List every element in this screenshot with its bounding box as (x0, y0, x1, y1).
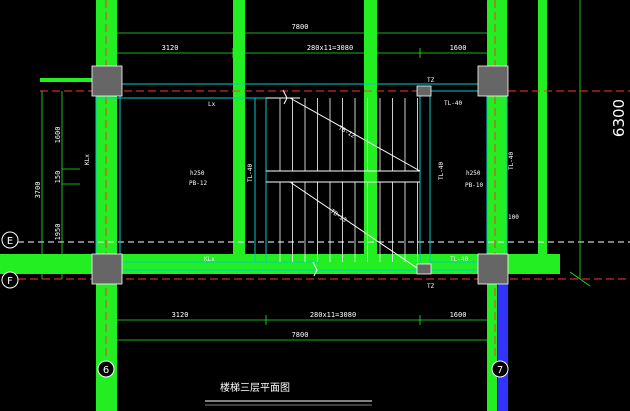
beams (95, 83, 508, 271)
label-tb-upper: TB-12 (337, 125, 356, 140)
axis-bubble-6 (97, 360, 115, 378)
axis-bubble-7 (491, 360, 509, 378)
wall-far-right (538, 0, 547, 262)
column-bottom-right (477, 253, 509, 285)
axis-bubble-e (1, 231, 19, 249)
axis-label-6: 6 (103, 365, 109, 376)
label-klx-bottom: KLx (204, 256, 215, 263)
column-tz-top (416, 85, 432, 97)
label-slab-left-1: h250 (190, 170, 205, 177)
column-top-right (477, 65, 509, 97)
column-bottom-left (91, 253, 123, 285)
dim-right-total: 6300 (610, 99, 628, 137)
wall-mid-vertical-2 (364, 0, 377, 262)
dim-bottom-mid: 280x11=3080 (310, 311, 356, 319)
label-lx: Lx (208, 101, 216, 108)
dim-top-left: 3120 (162, 44, 179, 52)
label-slab-left-2: PB-12 (189, 180, 207, 187)
dim-left-upper: 1600 (54, 127, 62, 144)
dimension-lines (41, 0, 591, 341)
label-tb-lower: TB-13 (329, 208, 348, 224)
dim-top-right: 1600 (450, 44, 467, 52)
blue-column (498, 280, 508, 411)
label-tl40-top: TL-40 (444, 100, 462, 107)
wall-left-stub (0, 254, 96, 274)
stair-flight-lines (266, 89, 421, 277)
dim-top-total: 7800 (292, 23, 309, 31)
label-klx-left: KLx (84, 154, 91, 165)
flight-arrow-lower (289, 181, 421, 271)
dim-bottom-right: 1600 (450, 311, 467, 319)
dim-left-lower: 1950 (54, 224, 62, 241)
label-tl40-right: TL-40 (508, 152, 515, 170)
break-zigzag-top (282, 89, 288, 105)
label-slab-right-1: h250 (466, 170, 481, 177)
column-top-left (91, 65, 123, 97)
axis-label-e: E (7, 236, 13, 247)
dim-right-arrow (569, 271, 591, 287)
label-tl40-mid: TL-40 (438, 162, 445, 180)
break-zigzag-bottom (312, 261, 318, 277)
label-tz-top: TZ (427, 77, 435, 84)
label-tl40-bottom: TL-40 (450, 256, 468, 263)
wall-right-vertical (487, 0, 507, 262)
dim-top-mid: 280x11=3080 (307, 44, 353, 52)
label-tl40-left: TL-40 (247, 164, 254, 182)
axis-bubble-f (1, 271, 19, 289)
flight-arrow-upper (289, 97, 421, 172)
dim-bottom-total: 7800 (292, 331, 309, 339)
wall-right-vertical-lower (487, 280, 497, 411)
beam-outline-main (95, 83, 508, 271)
drawing-title: 楼梯三层平面图 (220, 381, 290, 394)
columns (91, 65, 509, 285)
axis-label-7: 7 (497, 365, 503, 376)
axis-label-f: F (7, 276, 13, 287)
dim-left-total: 3700 (34, 182, 42, 199)
wall-top-horizontal-left (40, 78, 96, 82)
wall-mid-vertical-1 (233, 0, 245, 262)
dim-bottom-left: 3120 (172, 311, 189, 319)
dim-right-partial: 100 (508, 214, 519, 221)
label-tz-bottom: TZ (427, 283, 435, 290)
dim-left-mid: 150 (54, 171, 62, 184)
column-tz-bottom (416, 263, 432, 275)
stair-treads (279, 98, 418, 262)
axis-bubbles (1, 231, 509, 378)
label-slab-right-2: PB-10 (465, 182, 483, 189)
